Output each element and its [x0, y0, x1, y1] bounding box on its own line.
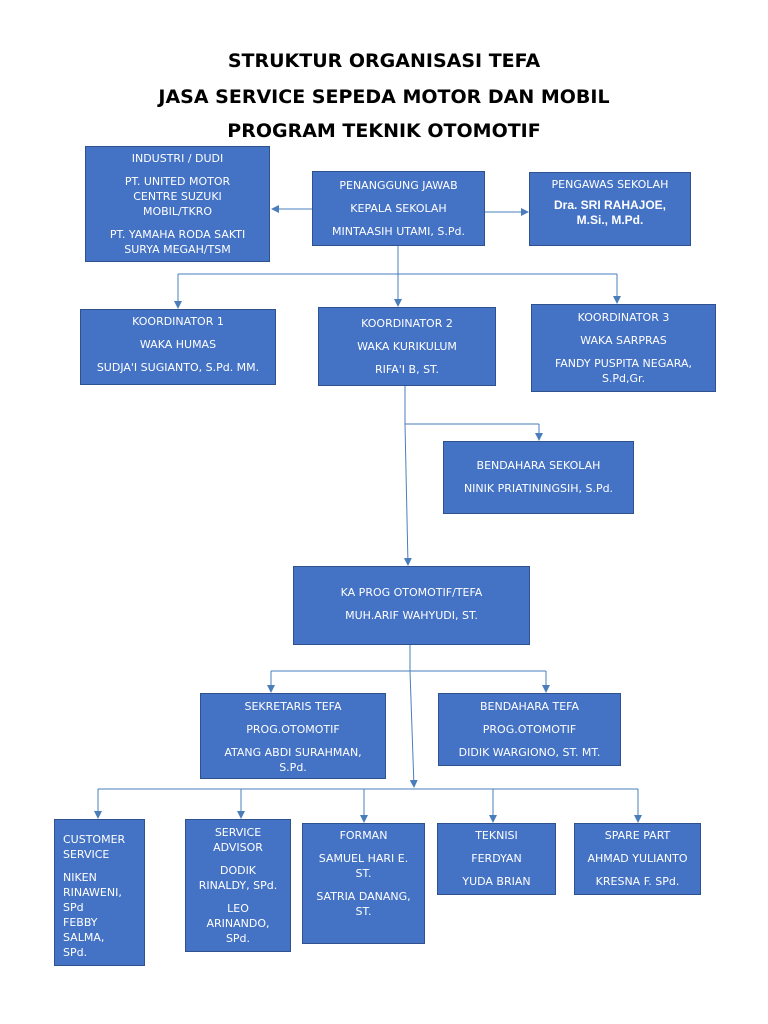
forman-name-1a: SAMUEL HARI E.	[318, 852, 409, 865]
company-1-line-a: PT. UNITED MOTOR	[124, 175, 231, 188]
bendahara-tefa-name: DIDIK WARGIONO, ST. MT.	[458, 746, 601, 759]
koordinator-2-label: KOORDINATOR 2	[361, 317, 453, 330]
service-advisor-name-2b: ARINANDO,	[206, 917, 270, 930]
company-2-line-b: SURYA MEGAH/TSM	[124, 243, 231, 256]
pengawas-name-line-1: Dra. SRI RAHAJOE,	[553, 198, 667, 212]
customer-service-name-1b: RINAWENI, SPd	[63, 886, 122, 914]
title-line-2: JASA SERVICE SEPEDA MOTOR DAN MOBIL	[158, 86, 610, 108]
forman-name-1b: ST.	[355, 867, 372, 880]
sekretaris-label: SEKRETARIS TEFA	[244, 700, 342, 713]
forman-box: FORMAN SAMUEL HARI E. ST. SATRIA DANANG,…	[302, 823, 425, 944]
forman-label: FORMAN	[339, 829, 388, 842]
customer-service-name-1a: NIKEN	[63, 871, 97, 884]
penanggung-label: PENANGGUNG JAWAB	[339, 179, 458, 192]
koordinator-3-box: KOORDINATOR 3 WAKA SARPRAS FANDY PUSPITA…	[531, 304, 716, 392]
koordinator-1-name: SUDJA'I SUGIANTO, S.Pd. MM.	[96, 361, 260, 374]
title-line-3: PROGRAM TEKNIK OTOMOTIF	[227, 120, 541, 142]
koordinator-3-role: WAKA SARPRAS	[580, 334, 667, 347]
koordinator-1-box: KOORDINATOR 1 WAKA HUMAS SUDJA'I SUGIANT…	[80, 309, 276, 385]
teknisi-name-2: YUDA BRIAN	[462, 875, 531, 888]
spare-part-name-2: KRESNA F. SPd.	[595, 875, 680, 888]
teknisi-name-1: FERDYAN	[471, 852, 522, 865]
koordinator-3-name-line-2: S.Pd,Gr.	[601, 372, 646, 385]
pengawas-name-line-2: M.Si., M.Pd.	[576, 213, 644, 227]
koordinator-2-role: WAKA KURIKULUM	[357, 340, 457, 353]
sekretaris-name-line-2: S.Pd.	[279, 761, 307, 774]
service-advisor-name-1a: DODIK	[219, 864, 257, 877]
teknisi-label: TEKNISI	[475, 829, 518, 842]
service-advisor-name-1b: RINALDY, SPd.	[198, 879, 278, 892]
service-advisor-box: SERVICE ADVISOR DODIK RINALDY, SPd. LEO …	[185, 819, 291, 952]
koordinator-1-label: KOORDINATOR 1	[132, 315, 224, 328]
penanggung-role: KEPALA SEKOLAH	[350, 202, 447, 215]
customer-service-name-2a: FEBBY SALMA,	[63, 916, 105, 944]
service-advisor-label-1: SERVICE	[214, 826, 262, 839]
arrow-to-kaprog	[403, 423, 412, 566]
service-advisor-label-2: ADVISOR	[213, 841, 263, 854]
forman-name-2b: ST.	[355, 905, 372, 918]
bendahara-tefa-prog: PROG.OTOMOTIF	[482, 723, 577, 736]
kaprog-box: KA PROG OTOMOTIF/TEFA MUH.ARIF WAHYUDI, …	[293, 566, 530, 645]
service-advisor-name-2c: SPd.	[225, 932, 251, 945]
spare-part-label: SPARE PART	[604, 829, 671, 842]
sekretaris-name-line-1: ATANG ABDI SURAHMAN,	[224, 746, 362, 759]
penanggung-jawab-box: PENANGGUNG JAWAB KEPALA SEKOLAH MINTAASI…	[312, 171, 485, 246]
customer-service-label-1: CUSTOMER	[63, 833, 126, 846]
forman-name-2a: SATRIA DANANG,	[316, 890, 411, 903]
spare-part-name-1: AHMAD YULIANTO	[587, 852, 688, 865]
company-2-line-a: PT. YAMAHA RODA SAKTI	[109, 228, 246, 241]
service-advisor-name-2a: LEO	[227, 902, 249, 915]
pengawas-label: PENGAWAS SEKOLAH	[551, 178, 669, 191]
bendahara-sekolah-label: BENDAHARA SEKOLAH	[476, 459, 601, 472]
teknisi-box: TEKNISI FERDYAN YUDA BRIAN	[437, 823, 556, 895]
company-1-line-c: MOBIL/TKRO	[142, 205, 212, 218]
spare-part-box: SPARE PART AHMAD YULIANTO KRESNA F. SPd.	[574, 823, 701, 895]
pengawas-sekolah-box: PENGAWAS SEKOLAH Dra. SRI RAHAJOE, M.Si.…	[529, 172, 691, 246]
koordinator-2-box: KOORDINATOR 2 WAKA KURIKULUM RIFA'I B, S…	[318, 307, 496, 386]
bendahara-tefa-label: BENDAHARA TEFA	[479, 700, 580, 713]
bendahara-tefa-box: BENDAHARA TEFA PROG.OTOMOTIF DIDIK WARGI…	[438, 693, 621, 766]
koordinator-1-role: WAKA HUMAS	[139, 338, 217, 351]
customer-service-label-2: SERVICE	[63, 848, 110, 861]
kaprog-label: KA PROG OTOMOTIF/TEFA	[340, 586, 483, 599]
bendahara-sekolah-box: BENDAHARA SEKOLAH NINIK PRIATININGSIH, S…	[443, 441, 634, 514]
industri-label: INDUSTRI / DUDI	[131, 152, 224, 165]
koordinator-3-label: KOORDINATOR 3	[577, 311, 670, 324]
koordinator-3-name-line-1: FANDY PUSPITA NEGARA,	[554, 357, 693, 370]
customer-service-box: CUSTOMER SERVICE NIKEN RINAWENI, SPd FEB…	[54, 819, 145, 966]
bendahara-sekolah-name: NINIK PRIATININGSIH, S.Pd.	[463, 482, 614, 495]
penanggung-name: MINTAASIH UTAMI, S.Pd.	[332, 225, 465, 238]
customer-service-name-2b: SPd.	[63, 946, 88, 959]
industri-dudi-box: INDUSTRI / DUDI PT. UNITED MOTOR CENTRE …	[85, 146, 270, 262]
title-line-1: STRUKTUR ORGANISASI TEFA	[227, 50, 541, 72]
sekretaris-prog: PROG.OTOMOTIF	[246, 723, 340, 736]
kaprog-name: MUH.ARIF WAHYUDI, ST.	[345, 609, 478, 622]
company-1-line-b: CENTRE SUZUKI	[133, 190, 222, 203]
sekretaris-tefa-box: SEKRETARIS TEFA PROG.OTOMOTIF ATANG ABDI…	[200, 693, 386, 779]
koordinator-2-name: RIFA'I B, ST.	[375, 363, 439, 376]
